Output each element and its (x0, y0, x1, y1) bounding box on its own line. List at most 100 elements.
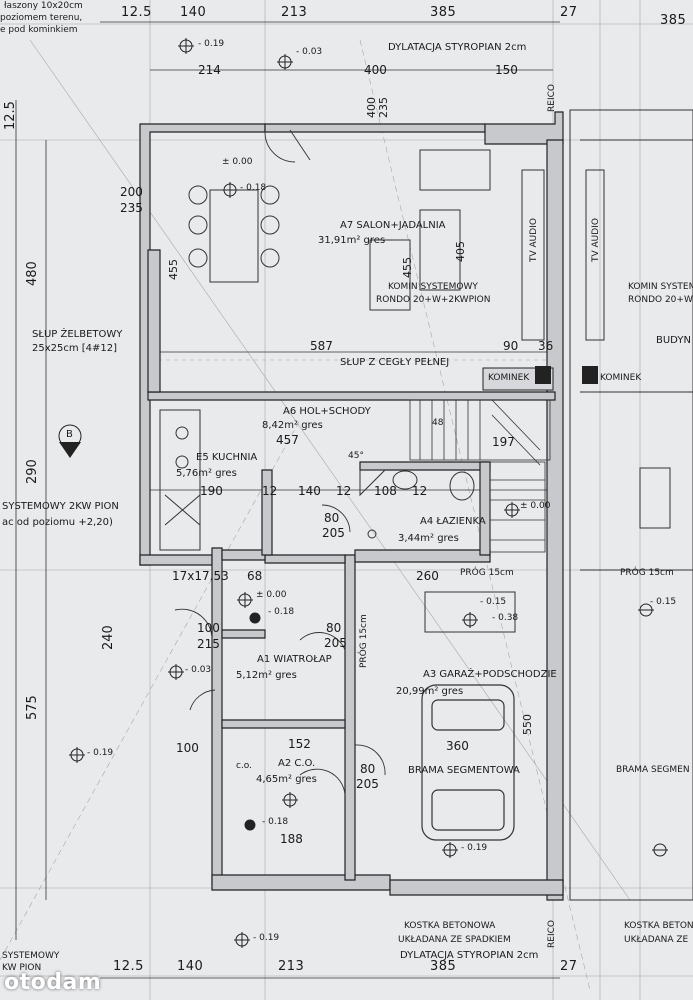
dim-150-a: 150 (495, 63, 518, 77)
top-dim-5: 27 (560, 5, 578, 20)
room-e5-area: 5,76m² gres (176, 468, 237, 479)
budynek-right: BUDYN (656, 335, 691, 346)
dim-140: 140 (298, 484, 321, 498)
room-a2-name: A2 C.O. (278, 758, 316, 769)
brama-right: BRAMA SEGMEN (616, 765, 690, 775)
dim-455b-v: 455 (401, 257, 414, 278)
dim-235: 235 (120, 201, 143, 215)
komin-right-2: RONDO 20+W+2 (628, 295, 693, 305)
dim-205b: 205 (324, 636, 347, 650)
sofa (369, 149, 491, 311)
walls (139, 111, 564, 901)
dining-table (188, 185, 280, 283)
slup-zelbetowy-2: 25x25cm [4#12] (32, 343, 118, 354)
bottom-dim-5: 27 (560, 959, 578, 974)
dim-235-v: 235 (377, 97, 390, 118)
garage-door-line (424, 591, 516, 633)
room-a3-name: A3 GARAŻ+PODSCHODZIE (423, 669, 557, 680)
dim-12b: 12 (336, 484, 352, 498)
level-6: - 0.18 (268, 607, 295, 617)
bathroom-fixtures (359, 469, 475, 539)
dim-100: 100 (197, 621, 220, 635)
room-a1-name: A1 WIATROŁAP (257, 654, 332, 665)
level-5: ± 0.00 (256, 590, 287, 600)
dimension-lines (15, 21, 560, 979)
right-edge-number: 385 (660, 13, 687, 28)
level-15: ± 0.00 (520, 501, 551, 511)
dim-215: 215 (197, 637, 220, 651)
brama-label: BRAMA SEGMENTOWA (408, 765, 520, 776)
room-a3-area: 20,99m² gres (396, 686, 464, 697)
systemowy-1: SYSTEMOWY 2KW PION (2, 501, 119, 512)
left-dim-5: 575 (25, 695, 40, 720)
level-11: - 0.19 (461, 843, 488, 853)
header-note-2: poziomem terenu, (0, 13, 83, 23)
dim-200: 200 (120, 185, 143, 199)
car (421, 684, 515, 841)
dim-36: 36 (538, 339, 554, 353)
dim-12c: 12 (412, 484, 428, 498)
level-12: - 0.18 (262, 817, 289, 827)
dim-205c: 205 (356, 777, 379, 791)
dim-587: 587 (310, 339, 333, 353)
dim-550-v: 550 (521, 714, 534, 735)
kostka-2: UKŁADANA ZE SPADKIEM (398, 935, 511, 945)
level-1: - 0.19 (198, 39, 225, 49)
dim-12a: 12 (262, 484, 278, 498)
dim-190: 190 (200, 484, 223, 498)
room-a6-name: A6 HOL+SCHODY (283, 406, 371, 417)
komin-label-1: KOMIN SYSTEMOWY (388, 282, 478, 292)
level-3: ± 0.00 (222, 157, 253, 167)
co-label: c.o. (236, 761, 253, 771)
room-a1-area: 5,12m² gres (236, 670, 297, 681)
kitchen-fixtures (159, 409, 201, 551)
slup-cegly: SŁUP Z CEGŁY PEŁNEJ (340, 357, 450, 368)
dim-108: 108 (374, 484, 397, 498)
dim-360: 360 (446, 739, 469, 753)
otodom-watermark: otodam (4, 970, 102, 995)
reico-bottom: REICO (547, 920, 557, 948)
top-dim-1: 12.5 (121, 5, 152, 20)
dim-457: 457 (276, 433, 299, 447)
dim-400: 400 (364, 63, 387, 77)
dim-214: 214 (198, 63, 221, 77)
header-note-3: e pod kominkiem (0, 25, 78, 35)
top-dim-4: 385 (430, 5, 457, 20)
level-7: - 0.03 (185, 665, 212, 675)
reico-top: REICO (547, 84, 557, 112)
header-note-1: łaszony 10x20cm (4, 1, 83, 11)
angle-label: 45° (348, 451, 364, 461)
neighbour-building (569, 109, 693, 901)
kostka-right-2: UKŁADANA ZE (624, 935, 689, 945)
dim-400-v: 400 (365, 97, 378, 118)
left-dim-3: 290 (25, 459, 40, 484)
level-14: - 0.15 (650, 597, 677, 607)
kominek-right: KOMINEK (600, 373, 642, 383)
room-a7-area: 31,91m² gres (318, 235, 386, 246)
tv-unit (521, 169, 545, 341)
dylatacja-top: DYLATACJA STYROPIAN 2cm (388, 42, 527, 53)
door-swings (174, 129, 386, 796)
bottom-dim-4: 385 (430, 959, 457, 974)
komin-right-1: KOMIN SYSTEMO (628, 282, 693, 292)
dim-102: 17x17.53 (172, 569, 229, 583)
room-a4-name: A4 ŁAZIENKA (420, 516, 486, 527)
prog-right: PRÓG 15cm (620, 568, 674, 578)
komin-label-2: RONDO 20+W+2KWPION (376, 295, 491, 305)
left-dim-4: 240 (101, 625, 116, 650)
dim-80a: 80 (324, 511, 340, 525)
bottom-dim-2: 140 (177, 959, 204, 974)
top-dim-3: 213 (281, 5, 308, 20)
level-8: - 0.19 (87, 748, 114, 758)
dim-260: 260 (416, 569, 439, 583)
bottom-dim-3: 213 (278, 959, 305, 974)
dim-90: 90 (503, 339, 519, 353)
slup-zelbetowy-1: SŁUP ŻELBETOWY (32, 329, 123, 340)
room-e5-name: E5 KUCHNIA (196, 452, 258, 463)
dim-405-v: 405 (454, 241, 467, 262)
dim-80b: 80 (326, 621, 342, 635)
left-dim-2: 480 (25, 261, 40, 286)
systemowy-2: ac od poziomu +2,20) (2, 517, 113, 528)
top-dim-2: 140 (180, 5, 207, 20)
